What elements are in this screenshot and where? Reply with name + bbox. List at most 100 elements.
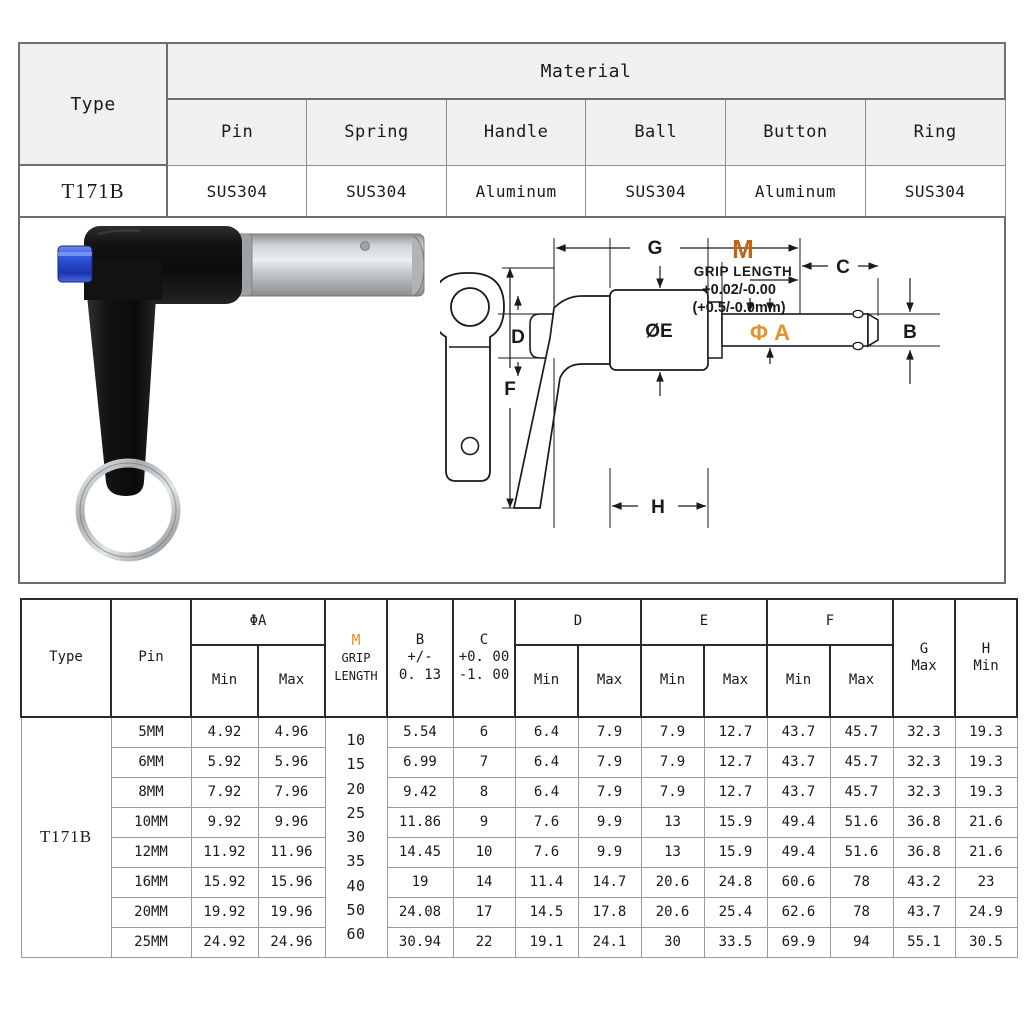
technical-drawing: G D F H ØE C B M GRIP LENGTH +0.02/-0.00…: [431, 218, 1000, 578]
release-button: [57, 245, 93, 283]
dim-cell-f-max: 78: [829, 896, 894, 928]
dim-header-f-max: Max: [829, 644, 894, 718]
dim-cell-phi-a-min: 4.92: [190, 716, 259, 748]
dim-header-g-max: Max: [911, 658, 937, 674]
dimension-table-head: Type Pin ΦA M GRIP LENGTH B +/- 0. 13 C …: [20, 598, 1018, 718]
dim-cell-d-max: 7.9: [577, 716, 642, 748]
dim-header-c-lo: -1. 00: [458, 666, 510, 683]
dim-header-d-min: Min: [514, 644, 579, 718]
dim-cell-e-min: 13: [640, 806, 705, 838]
dim-cell-f-min: 43.7: [766, 746, 831, 778]
dim-cell-g: 55.1: [892, 926, 956, 958]
dim-cell-f-max: 78: [829, 866, 894, 898]
dim-cell-pin: 12MM: [110, 836, 192, 868]
material-col-header-button: Button: [725, 98, 866, 166]
material-col-header-ball: Ball: [585, 98, 727, 166]
material-col-header-spring: Spring: [306, 98, 447, 166]
material-table-type-header: Type: [18, 42, 168, 166]
dim-header-c: C +0. 00 -1. 00: [452, 598, 516, 718]
dim-cell-c: 10: [452, 836, 516, 868]
dim-cell-e-max: 12.7: [703, 716, 768, 748]
dim-cell-e-min: 13: [640, 836, 705, 868]
dim-cell-d-min: 7.6: [514, 836, 579, 868]
dim-header-m-letter: M: [351, 631, 361, 650]
dimension-d: [502, 296, 540, 376]
dim-cell-b: 14.45: [386, 836, 454, 868]
release-button-highlight: [58, 252, 92, 256]
dim-cell-phi-a-min: 7.92: [190, 776, 259, 808]
dim-cell-type: T171B: [20, 716, 112, 958]
dim-cell-b: 11.86: [386, 806, 454, 838]
label-oe: ØE: [645, 321, 672, 342]
label-c: C: [836, 257, 850, 278]
dim-cell-phi-a-min: 5.92: [190, 746, 259, 778]
dim-header-h-min: Min: [973, 658, 999, 674]
dim-cell-g: 32.3: [892, 716, 956, 748]
label-b: B: [903, 322, 917, 343]
dim-cell-h: 24.9: [954, 896, 1018, 928]
dim-header-h: H Min: [954, 598, 1018, 718]
material-row-ring: SUS304: [864, 164, 1006, 218]
dim-cell-f-max: 45.7: [829, 776, 894, 808]
label-phi-a: Φ A: [750, 320, 790, 345]
label-g: G: [648, 238, 663, 259]
dim-header-d: D: [514, 598, 642, 646]
material-col-header-handle: Handle: [445, 98, 587, 166]
dim-cell-c: 9: [452, 806, 516, 838]
dim-header-m: M GRIP LENGTH: [324, 598, 388, 718]
dim-cell-g: 32.3: [892, 746, 956, 778]
key-ring-outline: [79, 462, 177, 558]
material-row-ball: SUS304: [585, 164, 727, 218]
dim-cell-f-max: 51.6: [829, 806, 894, 838]
dim-cell-b: 5.54: [386, 716, 454, 748]
handle-elbow: [84, 260, 162, 300]
dim-cell-h: 21.6: [954, 806, 1018, 838]
dim-cell-b: 19: [386, 866, 454, 898]
dimension-table: Type Pin ΦA M GRIP LENGTH B +/- 0. 13 C …: [20, 598, 1018, 958]
dim-cell-f-max: 94: [829, 926, 894, 958]
material-col-header-ring: Ring: [864, 98, 1006, 166]
dim-cell-e-max: 12.7: [703, 776, 768, 808]
dim-cell-e-max: 12.7: [703, 746, 768, 778]
dim-cell-h: 19.3: [954, 776, 1018, 808]
dim-header-e-min: Min: [640, 644, 705, 718]
dim-cell-b: 24.08: [386, 896, 454, 928]
material-row-button: Aluminum: [725, 164, 866, 218]
dim-cell-d-max: 24.1: [577, 926, 642, 958]
dim-cell-h: 21.6: [954, 836, 1018, 868]
dim-cell-e-max: 24.8: [703, 866, 768, 898]
dim-cell-d-max: 9.9: [577, 836, 642, 868]
pin-ball-detent: [360, 241, 370, 251]
dim-cell-d-min: 7.6: [514, 806, 579, 838]
dim-cell-d-min: 11.4: [514, 866, 579, 898]
dim-cell-c: 17: [452, 896, 516, 928]
dim-cell-e-max: 15.9: [703, 806, 768, 838]
dim-header-phi-a-max: Max: [257, 644, 326, 718]
dim-cell-f-min: 69.9: [766, 926, 831, 958]
dim-cell-phi-a-min: 9.92: [190, 806, 259, 838]
dim-cell-e-min: 7.9: [640, 776, 705, 808]
dim-cell-pin: 6MM: [110, 746, 192, 778]
dim-header-m-length: LENGTH: [334, 668, 378, 683]
dim-header-b-tol: 0. 13: [398, 666, 442, 683]
dim-cell-f-min: 43.7: [766, 716, 831, 748]
label-h: H: [651, 497, 665, 518]
dim-cell-b: 6.99: [386, 746, 454, 778]
dim-cell-d-max: 7.9: [577, 746, 642, 778]
material-row-type: T171B: [18, 164, 168, 218]
dim-header-phi-a-min: Min: [190, 644, 259, 718]
dim-cell-c: 22: [452, 926, 516, 958]
illustration-panel: G D F H ØE C B M GRIP LENGTH +0.02/-0.00…: [18, 216, 1006, 584]
label-f: F: [504, 379, 516, 400]
dim-header-g: G Max: [892, 598, 956, 718]
handle-highlight: [97, 229, 141, 236]
dim-cell-c: 6: [452, 716, 516, 748]
dim-cell-e-max: 33.5: [703, 926, 768, 958]
